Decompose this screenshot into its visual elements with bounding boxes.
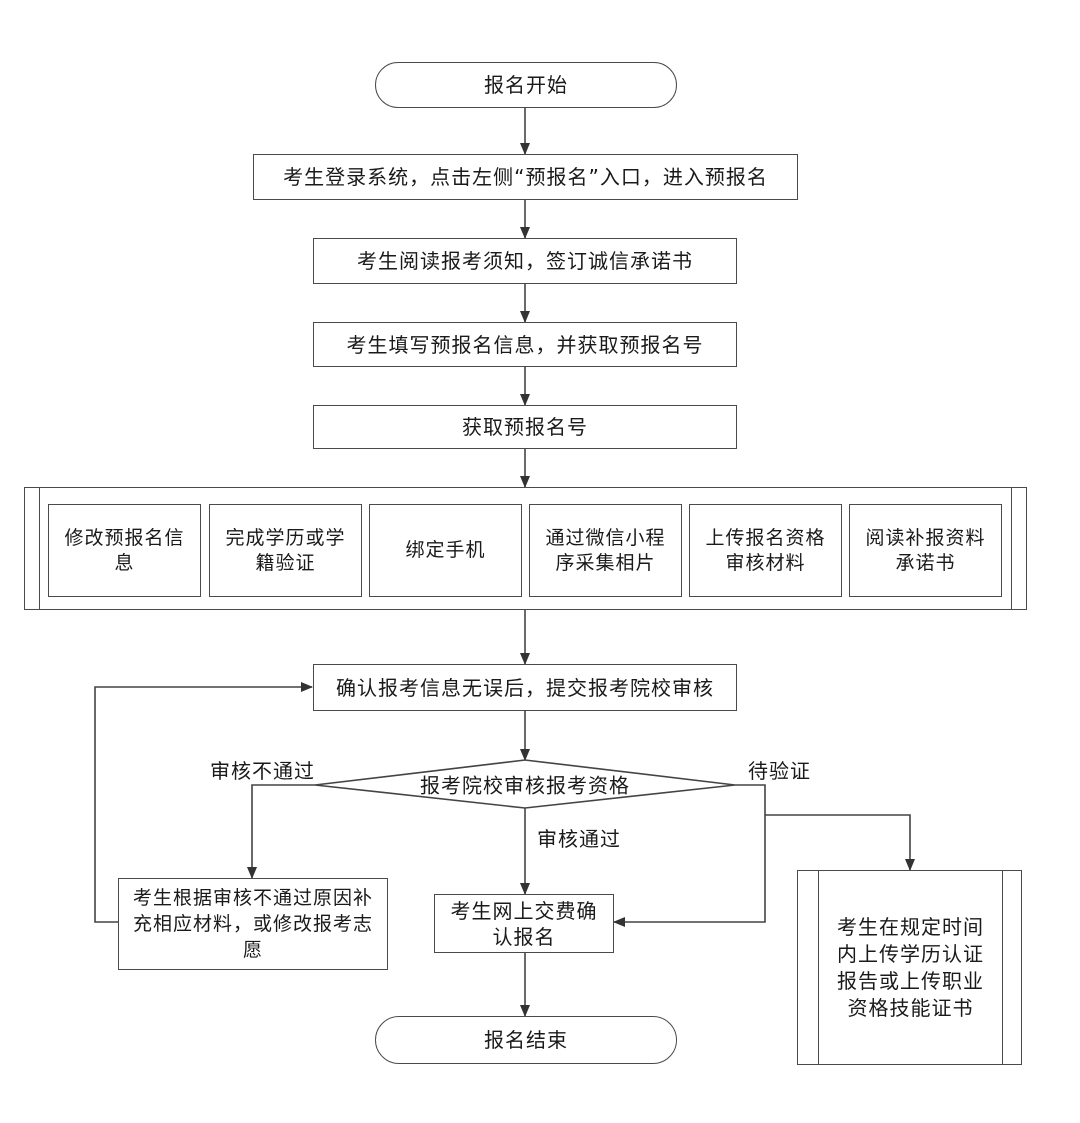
decision-diamond <box>314 759 736 809</box>
step-fill-label: 考生填写预报名信息，并获取预报名号 <box>346 332 704 357</box>
step-read: 考生阅读报考须知，签订诚信承诺书 <box>313 238 737 284</box>
pending-action-right-rail <box>1002 871 1003 1064</box>
subtask-frame-right-rail <box>1011 488 1012 609</box>
start-terminal: 报名开始 <box>375 62 677 108</box>
fail-action-label: 考生根据审核不通过原因补充相应材料，或修改报考志愿 <box>133 887 374 961</box>
pending-action-left-rail <box>818 871 819 1064</box>
subtask-bind-phone: 绑定手机 <box>369 504 522 597</box>
end-terminal: 报名结束 <box>375 1016 677 1064</box>
arrow-decision-fail <box>247 784 315 879</box>
step-pay-label: 考生网上交费确认报名 <box>450 898 598 949</box>
arrow-fail-loop-back <box>94 682 313 923</box>
step-obtain-label: 获取预报名号 <box>462 415 588 439</box>
step-submit: 确认报考信息无误后，提交报考院校审核 <box>313 664 737 711</box>
step-pay: 考生网上交费确认报名 <box>434 894 614 953</box>
branch-pass-label: 审核通过 <box>537 827 621 851</box>
branch-pending-label: 待验证 <box>748 759 811 783</box>
decision-label: 报考院校审核报考资格 <box>420 773 630 798</box>
subtask-label: 完成学历或学籍验证 <box>225 526 346 574</box>
step-submit-label: 确认报考信息无误后，提交报考院校审核 <box>336 675 714 700</box>
pending-action-text-wrap: 考生在规定时间内上传学历认证报告或上传职业资格技能证书 <box>818 871 1003 1064</box>
pending-action-label: 考生在规定时间内上传学历认证报告或上传职业资格技能证书 <box>837 914 984 1020</box>
subtask-modify-info: 修改预报名信息 <box>48 504 201 597</box>
subtask-frame-left-rail <box>39 488 40 609</box>
branch-fail-label: 审核不通过 <box>210 759 315 783</box>
arrow-pending-to-action <box>765 814 915 871</box>
subtask-label: 绑定手机 <box>405 539 486 561</box>
subtask-label: 上传报名资格审核材料 <box>705 526 826 574</box>
subtask-label: 通过微信小程序采集相片 <box>545 526 666 574</box>
arrow-decision-pending <box>613 784 766 927</box>
fail-action-box: 考生根据审核不通过原因补充相应材料，或修改报考志愿 <box>118 878 388 970</box>
step-login: 考生登录系统，点击左侧“预报名”入口，进入预报名 <box>253 154 798 200</box>
subtask-read-pledge: 阅读补报资料承诺书 <box>849 504 1002 597</box>
start-label: 报名开始 <box>484 73 568 97</box>
step-fill: 考生填写预报名信息，并获取预报名号 <box>313 322 737 367</box>
subtask-upload-materials: 上传报名资格审核材料 <box>689 504 842 597</box>
pending-action-box: 考生在规定时间内上传学历认证报告或上传职业资格技能证书 <box>797 870 1022 1065</box>
subtask-education-verify: 完成学历或学籍验证 <box>209 504 362 597</box>
subtask-photo-capture: 通过微信小程序采集相片 <box>529 504 682 597</box>
step-obtain: 获取预报名号 <box>313 405 737 449</box>
subtask-label: 阅读补报资料承诺书 <box>865 526 986 574</box>
subtask-frame <box>24 487 1027 610</box>
step-login-label: 考生登录系统，点击左侧“预报名”入口，进入预报名 <box>283 165 768 189</box>
subtask-label: 修改预报名信息 <box>64 526 185 574</box>
step-read-label: 考生阅读报考须知，签订诚信承诺书 <box>357 249 693 273</box>
end-label: 报名结束 <box>484 1028 568 1052</box>
